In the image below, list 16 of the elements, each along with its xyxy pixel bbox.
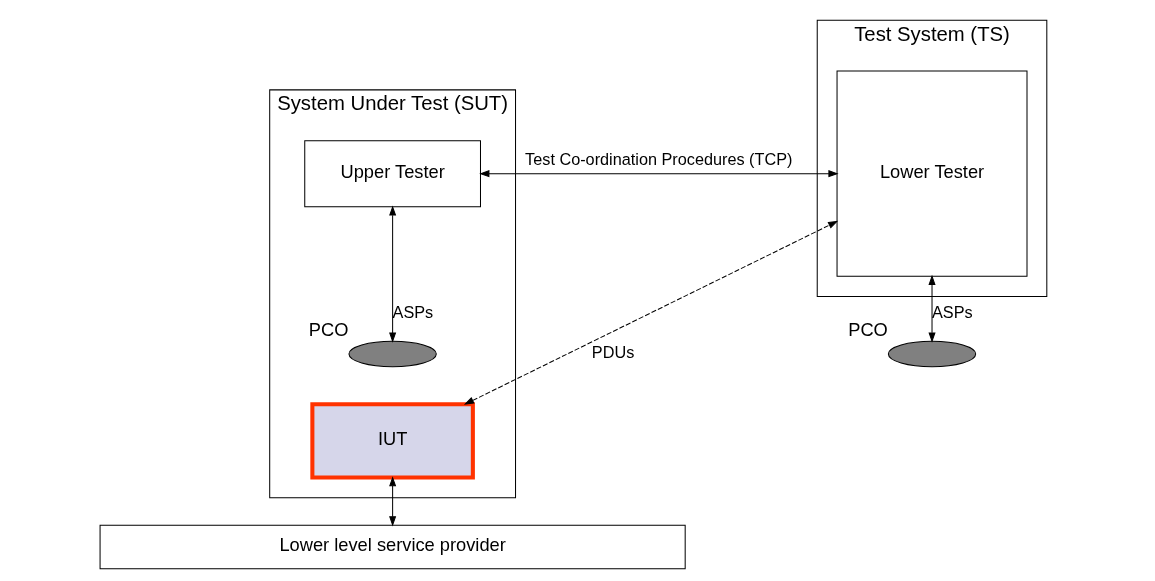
node-box: Lower Tester (836, 70, 1028, 277)
node-box: Lower level service provider (99, 524, 686, 570)
arrow (389, 205, 397, 343)
edge-label: ASPs (932, 302, 973, 321)
node-ellipse (887, 340, 977, 368)
node-box: Upper Tester (304, 140, 481, 208)
node-label: PCO (308, 318, 349, 340)
node-label: PCO (848, 318, 888, 340)
node-ellipse (348, 340, 437, 368)
arrow (463, 220, 839, 405)
arrow (928, 274, 936, 343)
node-box: IUT (310, 402, 475, 480)
edge-label: Test Co-ordination Procedures (TCP) (525, 150, 793, 169)
arrow (389, 476, 397, 527)
arrow (479, 170, 839, 178)
edge-label: PDUs (591, 342, 635, 361)
